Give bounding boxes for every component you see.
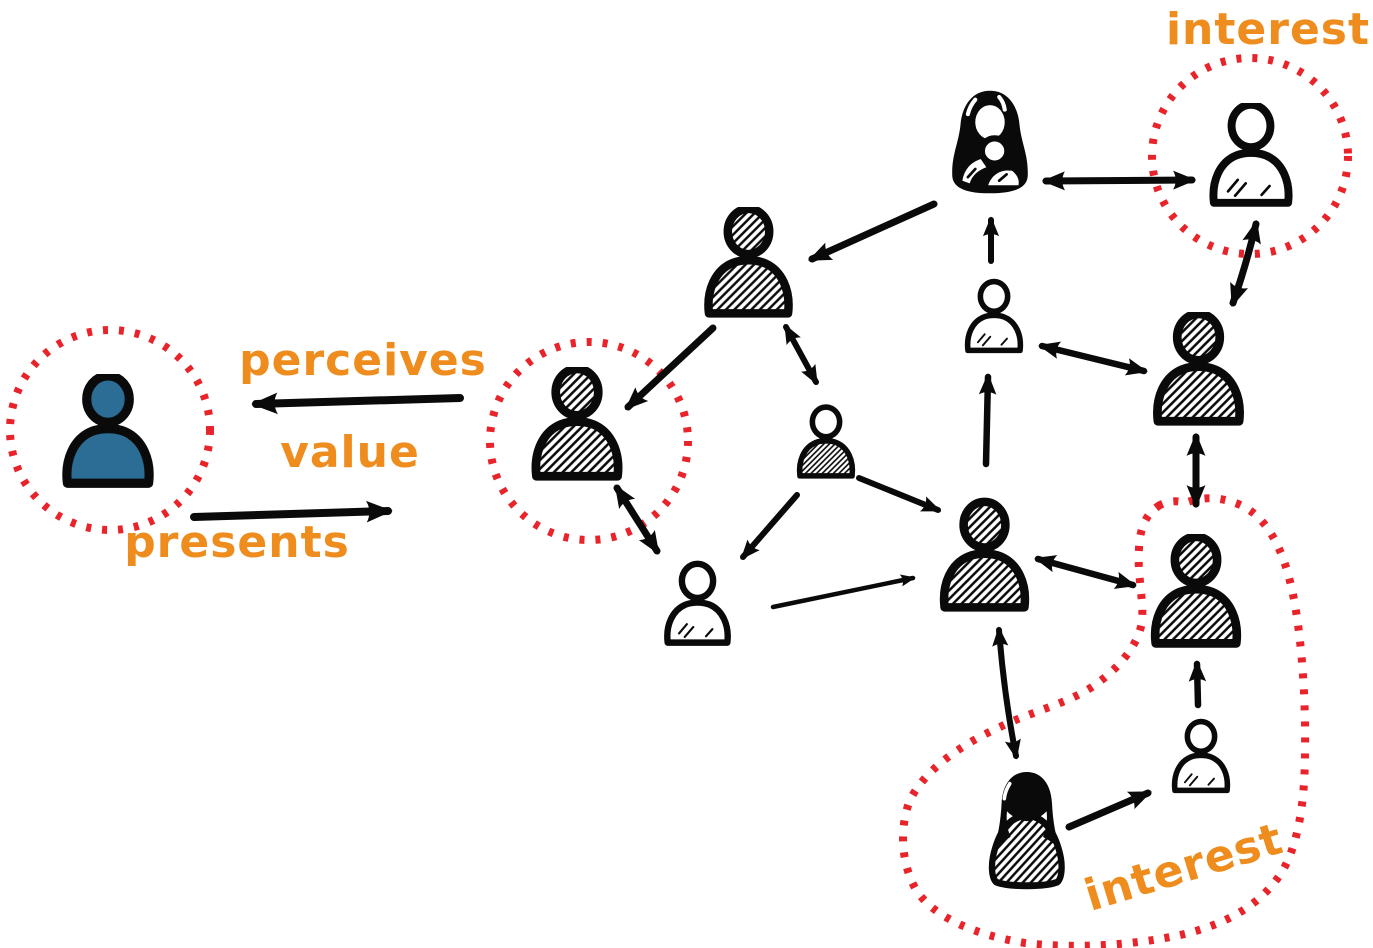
arrow-small-mid-to-center bbox=[856, 475, 942, 513]
woman-blob-node bbox=[988, 771, 1065, 890]
person-center-node bbox=[944, 502, 1025, 607]
arrow-woman-top-to-top-left bbox=[808, 200, 938, 263]
people bbox=[67, 90, 1289, 890]
arrow-woman-top-interest-top bbox=[1041, 170, 1197, 191]
person-small-mid-node bbox=[800, 407, 853, 476]
person-small-upper-node bbox=[968, 282, 1021, 351]
person-top-left-node bbox=[708, 209, 788, 314]
arrow-small-left-to-center bbox=[770, 574, 916, 610]
label-value: value bbox=[280, 427, 420, 478]
arrow-center-to-small-upper bbox=[978, 373, 997, 468]
arrow-circled-mid-small-left bbox=[613, 484, 661, 555]
viewer-dotted-circle bbox=[6, 326, 214, 534]
interest-top-dotted-circle bbox=[1148, 54, 1352, 258]
mid-person-dotted-circle bbox=[486, 338, 692, 544]
person-interest-top-node bbox=[1213, 105, 1288, 203]
arrow-presents bbox=[190, 500, 393, 523]
person-small-left-node bbox=[667, 564, 727, 643]
label-interest-bottom: interest bbox=[1079, 813, 1289, 921]
person-circled-mid-node bbox=[536, 369, 618, 476]
arrow-small-upper-right bbox=[1038, 341, 1148, 376]
person-right-node bbox=[1157, 314, 1239, 421]
label-interest-top: interest bbox=[1166, 4, 1370, 55]
arrow-blob-small-to-blob-top bbox=[1188, 660, 1207, 709]
arrow-top-left-small-mid bbox=[783, 323, 819, 386]
arrow-top-left-to-circled-mid bbox=[624, 324, 717, 411]
woman-top-node bbox=[952, 90, 1028, 194]
person-blob-top-node bbox=[1155, 537, 1237, 644]
arrow-perceives-value bbox=[251, 392, 464, 415]
arrows bbox=[190, 170, 1261, 831]
arrow-right-interest-top bbox=[1229, 219, 1261, 307]
viewer-person-node bbox=[67, 376, 149, 483]
arrow-center-woman-blob bbox=[992, 626, 1021, 760]
person-blob-small-node bbox=[1175, 722, 1228, 791]
arrow-woman-blob-to-blob-small bbox=[1065, 789, 1152, 831]
label-presents: presents bbox=[124, 517, 350, 568]
arrow-small-mid-to-small-left bbox=[740, 492, 800, 560]
arrow-center-blob-top bbox=[1034, 555, 1137, 589]
label-perceives: perceives bbox=[239, 335, 487, 386]
